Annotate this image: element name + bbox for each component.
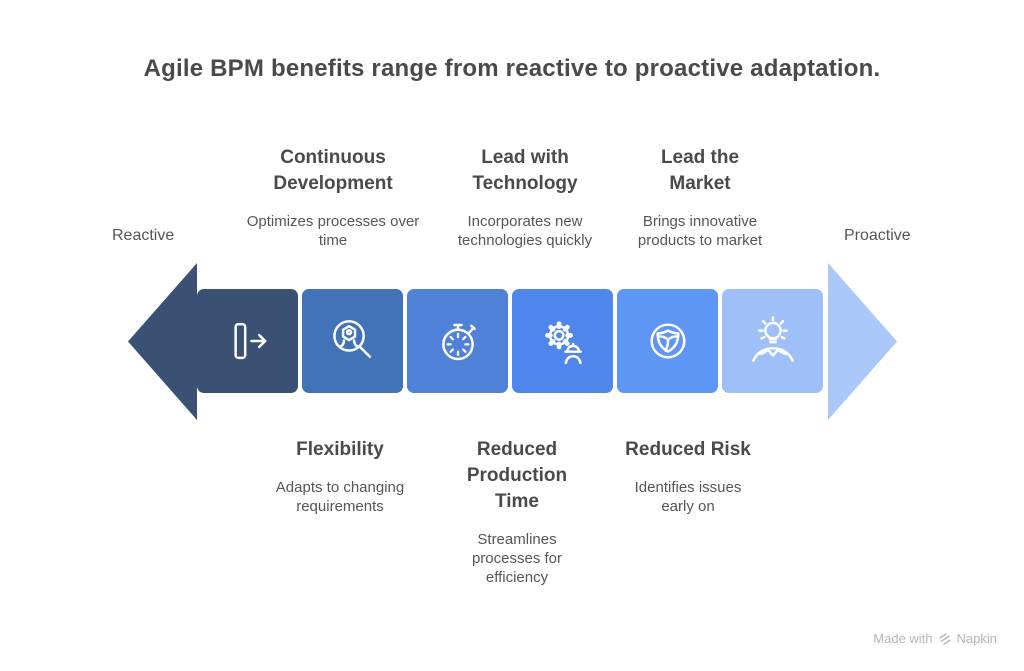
benefit-description: Incorporates new technologies quickly: [457, 213, 593, 249]
door-arrow-icon: [233, 322, 266, 360]
left-arrow-head: [128, 263, 197, 420]
page-title: Agile BPM benefits range from reactive t…: [143, 55, 881, 82]
benefit-title: Reduced Production Time: [466, 439, 568, 512]
benefit-continuous-development: Continuous Development Optimizes process…: [228, 145, 438, 250]
stopwatch-icon: [441, 323, 476, 361]
reactive-label: Reactive: [112, 227, 175, 244]
right-arrow-head: [828, 263, 897, 420]
shield-icon: [649, 323, 686, 359]
napkin-brand-label: Napkin: [956, 631, 997, 646]
made-with-label: Made with: [873, 631, 933, 646]
gear-worker-icon: [544, 321, 582, 365]
magnifier-robot-icon: [332, 320, 371, 358]
proactive-label: Proactive: [844, 227, 911, 244]
benefit-boxes-row: [197, 289, 823, 393]
benefit-description: Optimizes processes over time: [246, 213, 420, 249]
made-with-napkin-attribution: Made with Napkin: [873, 631, 997, 646]
napkin-logo-icon: [938, 632, 951, 645]
benefit-reduced-risk: Reduced Risk Identifies issues early on: [598, 437, 778, 516]
benefit-description: Identifies issues early on: [634, 479, 742, 515]
benefit-reduced-production-time: Reduced Production Time Streamlines proc…: [432, 437, 602, 587]
benefit-box-lead-the-market: [722, 289, 823, 393]
benefit-title: Lead with Technology: [472, 147, 578, 194]
benefit-description: Adapts to changing requirements: [275, 479, 405, 515]
benefit-title: Continuous Development: [273, 147, 393, 194]
benefit-title: Reduced Risk: [625, 439, 751, 460]
benefit-flexibility: Flexibility Adapts to changing requireme…: [235, 437, 445, 516]
benefit-box-reduced-risk: [617, 289, 718, 393]
benefit-description: Brings innovative products to market: [637, 213, 763, 249]
benefit-lead-the-market: Lead the Market Brings innovative produc…: [605, 145, 795, 250]
benefit-title: Flexibility: [296, 439, 384, 460]
benefit-lead-with-technology: Lead with Technology Incorporates new te…: [425, 145, 625, 250]
benefit-box-flexibility: [197, 289, 298, 393]
lightbulb-person-icon: [751, 316, 794, 362]
benefit-title: Lead the Market: [660, 147, 740, 194]
benefit-box-lead-with-technology: [512, 289, 613, 393]
benefit-box-reduced-production-time: [407, 289, 508, 393]
benefit-description: Streamlines processes for efficiency: [471, 531, 563, 586]
benefit-box-continuous-development: [302, 289, 403, 393]
